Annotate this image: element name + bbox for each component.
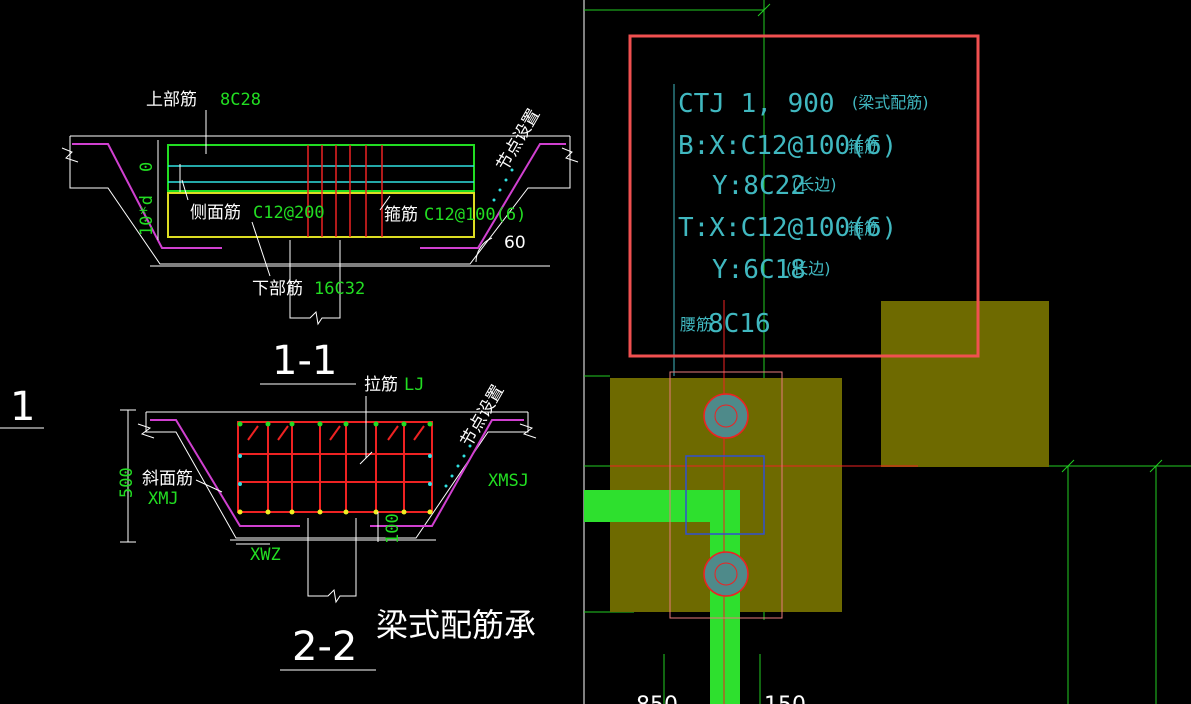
pile-cap-adjacent[interactable] [881, 301, 1049, 467]
slope-label: 斜面筋 [142, 469, 193, 489]
section-1-1-outline [69, 136, 571, 265]
node-setting-1: 节点设置 [493, 106, 544, 175]
stirrups-1-1 [307, 145, 383, 237]
side-bar-spec: C12@200 [253, 203, 325, 223]
left-marker: 1 [10, 384, 35, 430]
side-bar-label: 侧面筋 [190, 203, 241, 223]
top-bar-zone [167, 144, 475, 192]
annotation-line-2-note: 箍筋 [848, 137, 880, 156]
rebar-grid-2-2 [237, 421, 433, 513]
annotation-line-5: Y:6C18 [712, 255, 806, 285]
bottom-bar-label: 下部筋 [252, 279, 303, 299]
dim-100: 100 [383, 513, 403, 544]
cap-outline [669, 371, 783, 619]
left-panel: 上部筋 8C28 侧面筋 C12@200 箍筋 C12@100(6) 下部筋 1… [0, 0, 585, 704]
angle-label: 60 [504, 233, 526, 253]
slope-stirrup-spec: XMSJ [488, 471, 529, 491]
annotation-line-2: B:X:C12@100(6) [678, 131, 897, 161]
annotation-line-5-note: (长边) [786, 259, 831, 278]
section-1-1-title: 1-1 [272, 338, 337, 384]
stirrup-spec: C12@100(6) [424, 205, 526, 225]
annotation-line-3-note: (长边) [792, 175, 837, 194]
annotation-line-1-note: (梁式配筋) [852, 93, 929, 112]
top-bar-spec: 8C28 [220, 90, 261, 110]
pile-bottom[interactable] [703, 551, 749, 597]
section-1-1: 上部筋 8C28 侧面筋 C12@200 箍筋 C12@100(6) 下部筋 1… [61, 90, 579, 385]
cap-annotation[interactable]: CTJ 1, 900 (梁式配筋) B:X:C12@100(6) 箍筋 Y:8C… [678, 89, 929, 339]
bottom-bar-zone [167, 192, 475, 238]
stirrup-label: 箍筋 [384, 205, 418, 225]
annotation-line-6: 8C16 [708, 309, 771, 339]
pile-2-2 [307, 518, 357, 604]
annotation-line-4: T:X:C12@100(6) [678, 213, 897, 243]
slope-rebar-2-left [150, 419, 300, 527]
slope-rebar-right [420, 143, 566, 249]
section-2-2-title: 2-2 [292, 624, 357, 670]
caption: 梁式配筋承 [376, 606, 536, 644]
tie-spec: LJ [404, 375, 424, 395]
xwz-label: XWZ [250, 545, 281, 565]
slope-spec: XMJ [148, 489, 179, 509]
dim-500: 500 [117, 467, 137, 498]
annotation-line-4-note: 箍筋 [848, 219, 880, 238]
dim-zero: 0 [137, 162, 157, 172]
pile-1-1 [289, 240, 341, 326]
dim-10d: 10*d [137, 195, 157, 236]
dim-850: 850 [636, 693, 678, 704]
annotation-line-3: Y:8C22 [712, 171, 806, 201]
right-panel: 850 150 CTJ 1, 900 (梁式配筋) B:X:C12@100(6)… [584, 0, 1191, 704]
top-bar-label: 上部筋 [146, 90, 197, 110]
section-2-2-outline [145, 412, 529, 539]
annotation-line-6-note: 腰筋 [680, 315, 712, 334]
column-square[interactable] [685, 455, 765, 535]
tie-label: 拉筋 [364, 375, 398, 395]
dim-150: 150 [764, 693, 806, 704]
slope-rebar-2-right [370, 419, 524, 527]
highlight-box [628, 34, 980, 358]
bottom-bar-spec: 16C32 [314, 279, 365, 299]
annotation-line-1: CTJ 1, 900 [678, 89, 835, 119]
slope-rebar-left [72, 143, 222, 249]
pile-top[interactable] [703, 393, 749, 439]
